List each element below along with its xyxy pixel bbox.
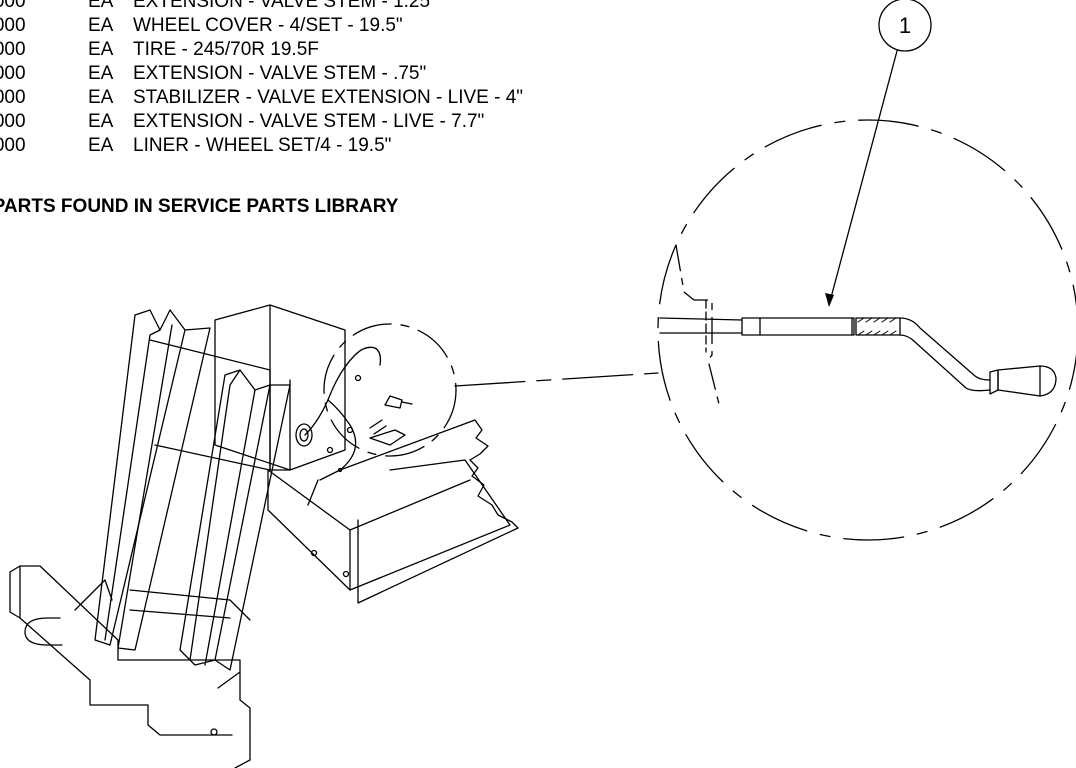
part-qty: 1.000 bbox=[0, 87, 26, 108]
bolt-hole bbox=[354, 374, 362, 382]
part-qty: 1.000 bbox=[0, 63, 26, 84]
part-description: EXTENSION - VALVE STEM - .75" bbox=[133, 63, 427, 84]
frame-flange bbox=[74, 579, 241, 689]
part-unit: EA bbox=[88, 15, 114, 36]
bolt-hole bbox=[346, 426, 354, 434]
stabilizer-clip bbox=[369, 429, 406, 446]
hose-lower bbox=[319, 399, 357, 481]
bolt-hole bbox=[337, 467, 343, 473]
fitting-marks bbox=[369, 419, 387, 435]
lower-frame-rail bbox=[9, 565, 251, 768]
box-rivet bbox=[342, 570, 350, 578]
part-qty: 1.000 bbox=[0, 15, 26, 36]
part-qty: 1.000 bbox=[0, 135, 26, 156]
part-description: EXTENSION - VALVE STEM - 1.25 bbox=[133, 0, 431, 12]
part-unit: EA bbox=[88, 63, 114, 84]
frame-slot bbox=[24, 617, 63, 646]
frame-hole bbox=[210, 728, 218, 736]
extension-tube bbox=[741, 317, 855, 336]
left-upright-post bbox=[94, 309, 186, 646]
box-housing bbox=[214, 304, 346, 471]
hose-end bbox=[307, 479, 319, 506]
valve-cap-base bbox=[989, 369, 999, 395]
part-description: TIRE - 245/70R 19.5F bbox=[133, 39, 319, 60]
housing-hole-inner bbox=[299, 428, 309, 442]
right-upright-faces bbox=[189, 369, 291, 671]
part-description: LINER - WHEEL SET/4 - 19.5" bbox=[133, 135, 392, 156]
callout-number: 1 bbox=[899, 13, 911, 38]
right-upright-post bbox=[179, 369, 271, 666]
valve-cap bbox=[997, 365, 1057, 397]
callout-balloon: 1 bbox=[825, 0, 932, 307]
part-unit: EA bbox=[88, 39, 114, 60]
detail-view bbox=[454, 119, 1076, 541]
box-housing-edges bbox=[269, 304, 291, 471]
part-description: WHEEL COVER - 4/SET - 19.5" bbox=[133, 15, 403, 36]
cross-brace bbox=[129, 589, 251, 621]
torn-floor-panel bbox=[339, 419, 519, 604]
bent-stem-lower bbox=[899, 334, 991, 392]
lower-box bbox=[267, 459, 511, 591]
parts-library-footnote: * PARTS FOUND IN SERVICE PARTS LIBRARY bbox=[0, 196, 399, 217]
part-unit: EA bbox=[88, 0, 114, 12]
part-description: STABILIZER - VALVE EXTENSION - LIVE - 4" bbox=[133, 87, 524, 108]
detail-connector-line bbox=[454, 372, 659, 387]
valve-stem-top bbox=[659, 317, 743, 321]
left-upright-faces bbox=[104, 324, 211, 651]
callout-arrowhead bbox=[825, 293, 834, 307]
callout-circle bbox=[878, 0, 932, 52]
coupling-thread-hatch bbox=[857, 317, 897, 336]
part-unit: EA bbox=[88, 135, 114, 156]
valve-fitting bbox=[384, 395, 413, 409]
part-description: EXTENSION - VALVE STEM - LIVE - 7.7" bbox=[133, 111, 485, 132]
body-wall-section bbox=[675, 244, 721, 409]
lower-box-edges bbox=[267, 469, 471, 591]
part-unit: EA bbox=[88, 111, 114, 132]
box-rivet bbox=[310, 549, 318, 557]
coupling-nut bbox=[855, 317, 901, 336]
part-unit: EA bbox=[88, 87, 114, 108]
part-qty: 1.000 bbox=[0, 39, 26, 60]
part-qty: 1.000 bbox=[0, 111, 26, 132]
bent-stem-upper bbox=[899, 317, 991, 381]
detail-marker-circle bbox=[323, 323, 457, 457]
part-qty: 1.000 bbox=[0, 0, 26, 12]
detail-circle bbox=[657, 119, 1076, 541]
bolt-hole bbox=[326, 446, 334, 454]
housing-hole bbox=[295, 423, 313, 447]
chassis-assembly bbox=[9, 304, 519, 768]
callout-leader bbox=[828, 50, 898, 306]
valve-extension-hose bbox=[304, 346, 382, 436]
